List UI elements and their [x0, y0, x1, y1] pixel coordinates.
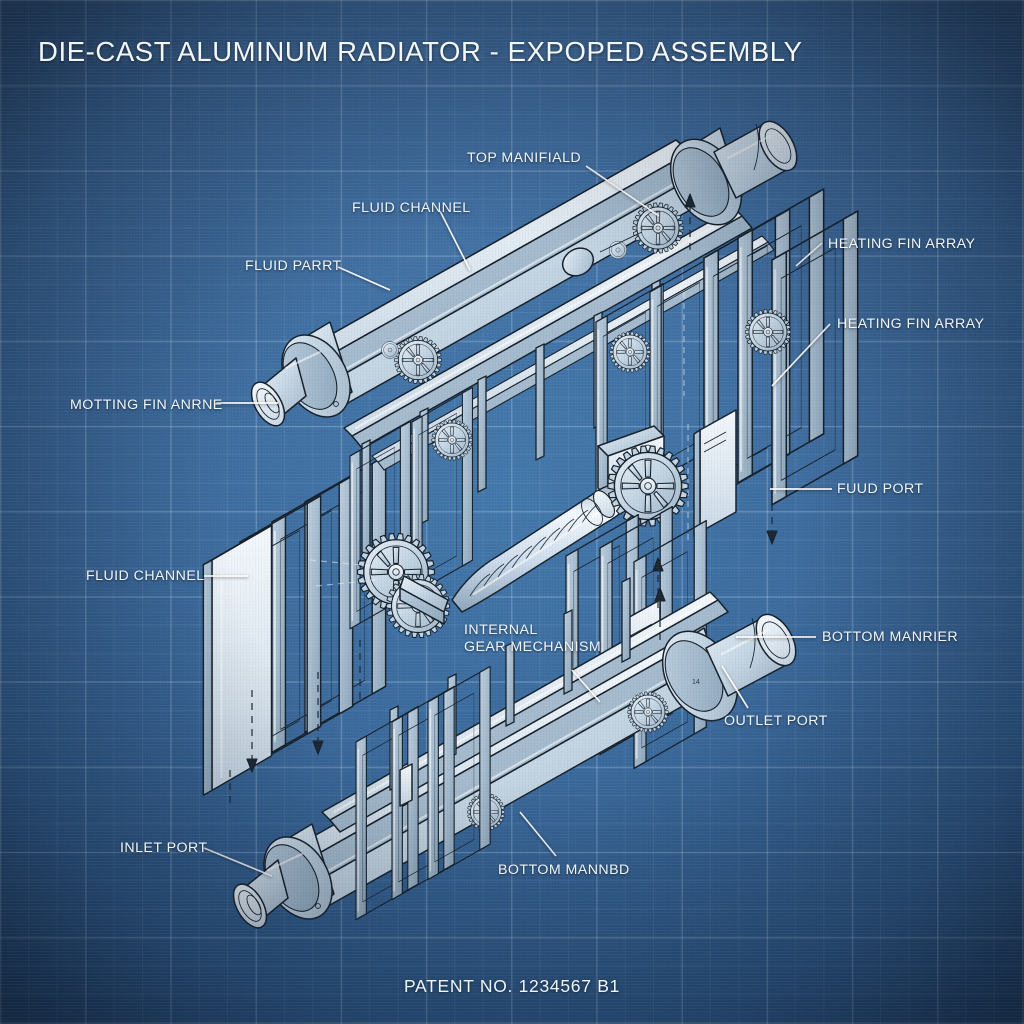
- patent-number: PATENT NO. 1234567 B1: [403, 976, 621, 996]
- leader-bottom-manifold-b: [519, 811, 557, 857]
- callout-bottom-manifold-r: BOTTOM MANRIER: [822, 629, 959, 645]
- callout-bottom-manifold-b: BOTTOM MANNBD: [498, 862, 630, 878]
- callout-fluid-channel-1: FLUID CHANNEL: [352, 200, 471, 216]
- callout-fluid-port: FUUD PORT: [837, 481, 924, 497]
- leader-inlet-port: [203, 847, 273, 877]
- callout-top-manifold: TOP MANIFIALD: [467, 150, 582, 166]
- svg-text:14: 14: [692, 679, 700, 686]
- callout-gear-mechanism: INTERNAL GEAR MECHANISM: [464, 622, 602, 655]
- callout-fluid-channel-2: FLUID CHANNEL: [86, 568, 205, 584]
- callout-mounting-fin: MOTTING FIN ANRNE: [70, 397, 223, 413]
- leader-fluid-port-left: [337, 266, 391, 291]
- callout-heating-fin-1: HEATING FIN ARRAY: [828, 236, 976, 252]
- page-title: DIE-CAST ALUMINUM RADIATOR - EXPOPED ASS…: [38, 36, 803, 67]
- callout-outlet-port: OUTLET PORT: [724, 713, 828, 729]
- callout-heating-fin-2: HEATING FIN ARRAY: [837, 316, 985, 332]
- leader-fluid-channel-1: [439, 210, 471, 271]
- callout-fluid-port-left: FLUID PARRT: [245, 258, 342, 274]
- callout-inlet-port: INLET PORT: [120, 840, 208, 856]
